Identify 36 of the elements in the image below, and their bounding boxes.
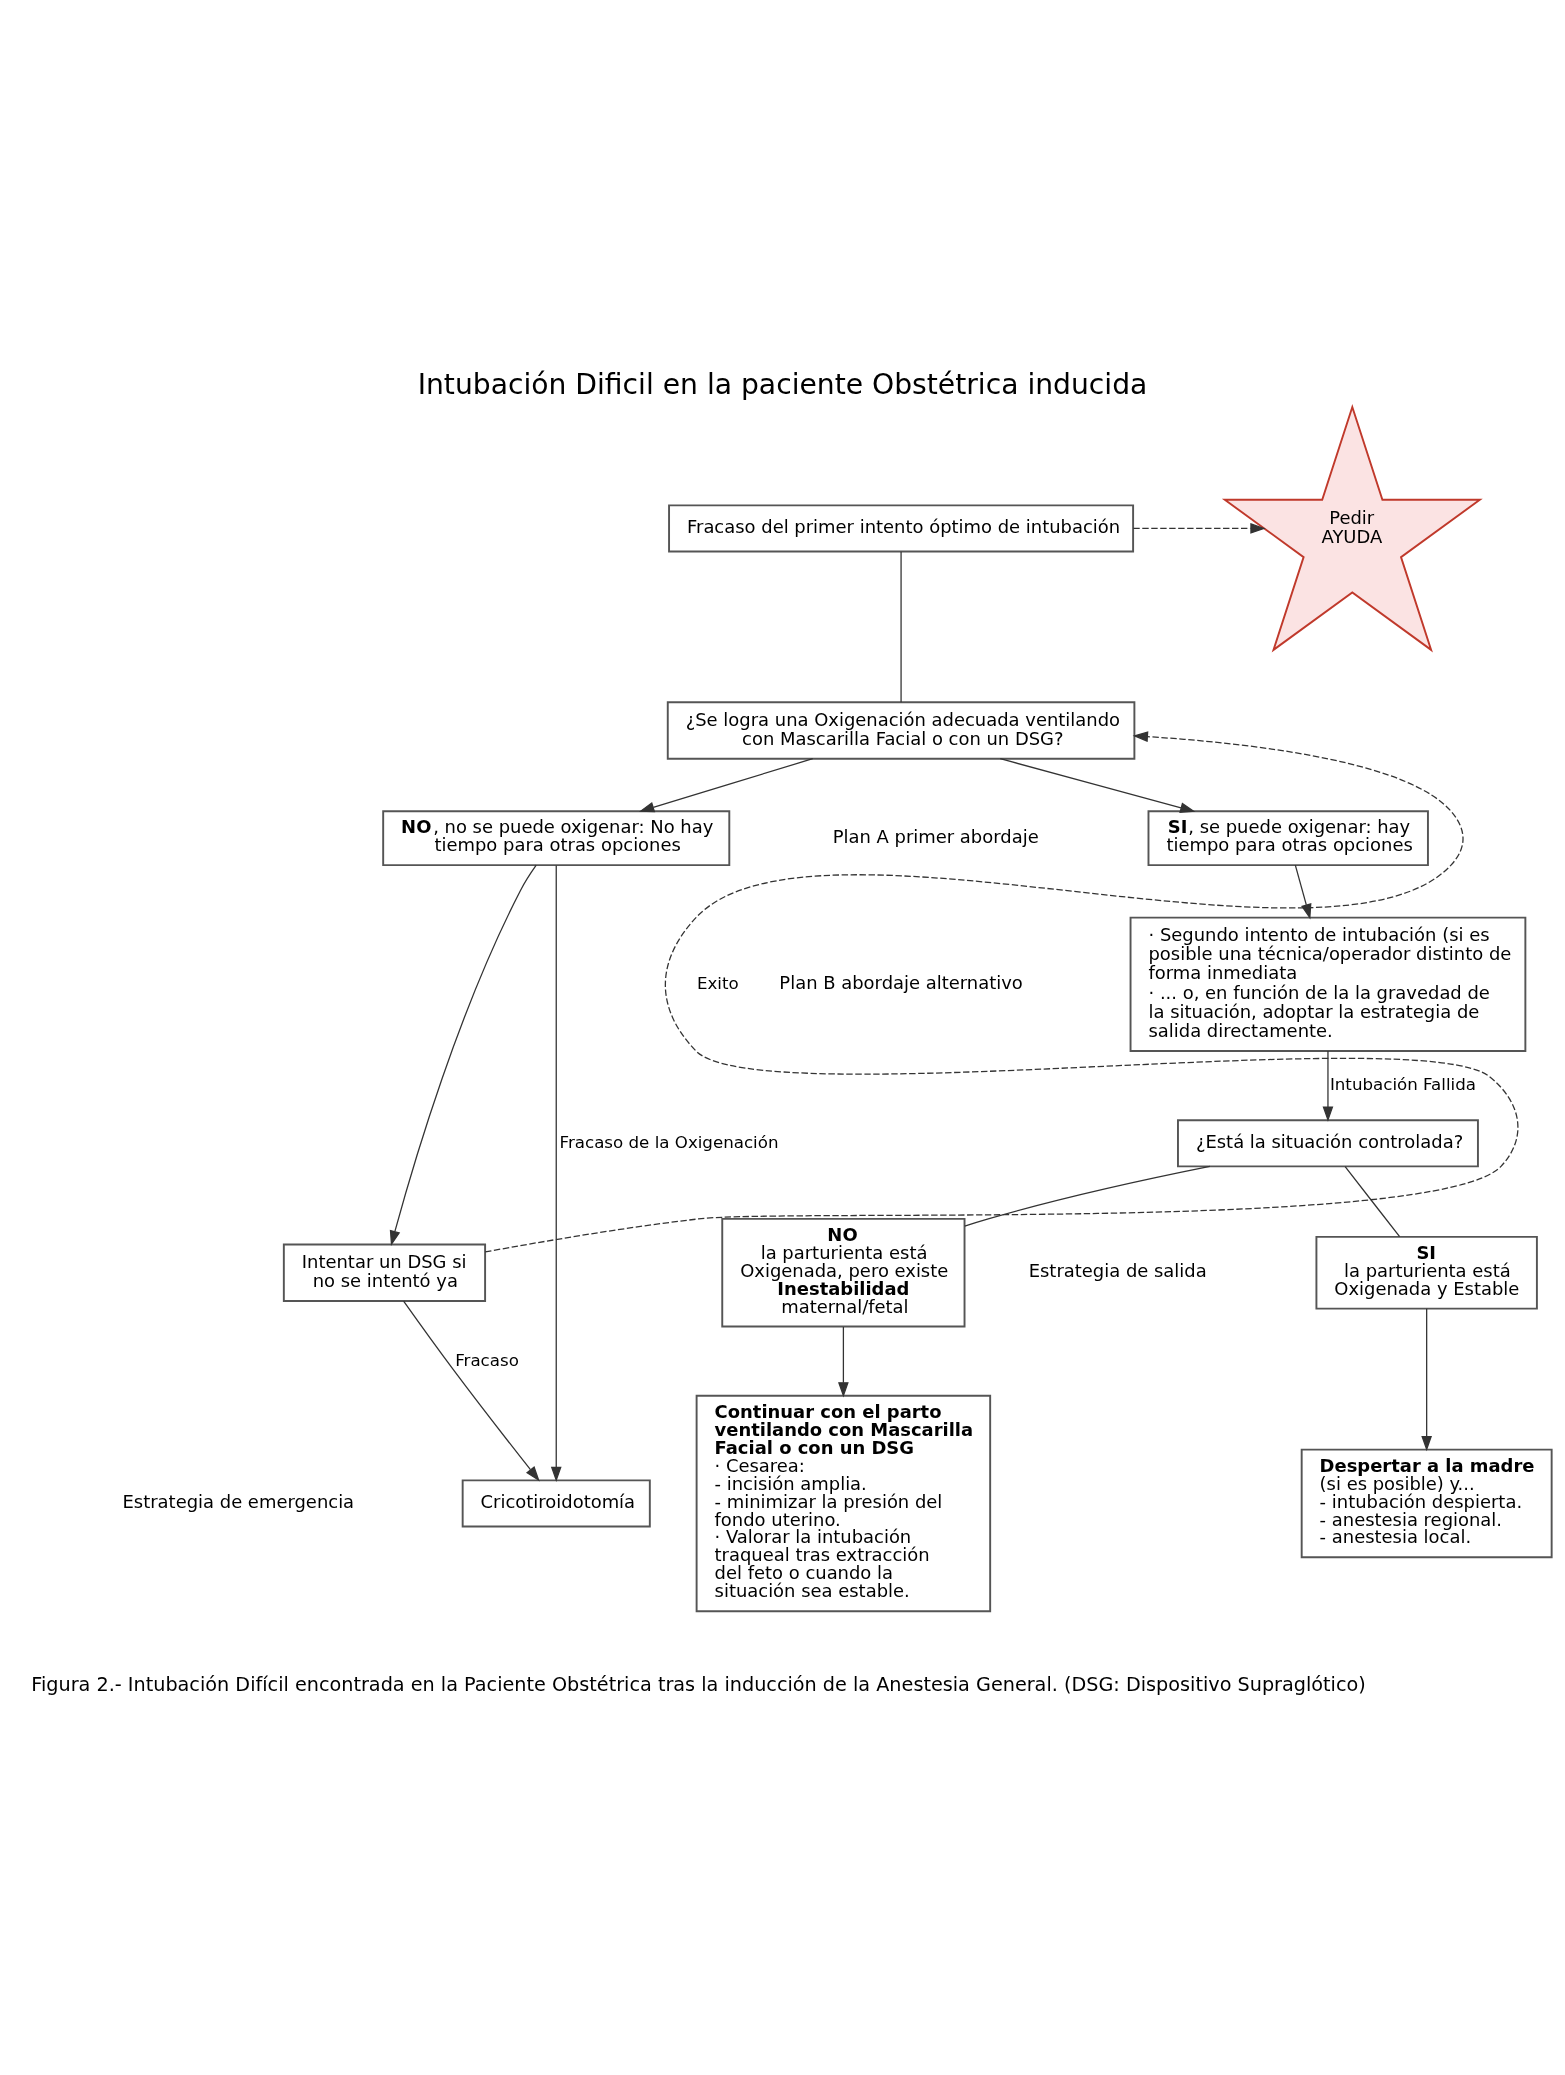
- node-box: Fracaso del primer intento óptimo de intubación: [668, 503, 1135, 552]
- arrow: [638, 757, 814, 812]
- node-box: NO la parturienta está Oxigenada, pero existe Inestabilidad maternal/fetal: [721, 1217, 966, 1328]
- caption: Figura 2.- Intubación Difícil encontrada en la Paciente Obstétrica tras la inducción de la Anestesia General. (DSG: Dispositivo Supraglótico): [31, 1672, 1366, 1696]
- node-box: Cricotiroidotomía: [461, 1478, 651, 1527]
- node-box: · Segundo intento de intubación (si es posible una técnica/operador distinto de forma inmediata · ... o, en función de la la gravedad de la situación, adoptar la estrategia de salida directamente.: [1129, 916, 1527, 1052]
- label: Estrategia de emergencia: [122, 1490, 355, 1512]
- node-box: Despertar a la madre (si es posible) y... - intubación despierta. - anestesia regional. - anestesia local.: [1300, 1448, 1553, 1558]
- connector: [964, 1165, 1211, 1227]
- label: Plan A primer abordaje: [832, 825, 1039, 847]
- connector: [900, 550, 902, 703]
- node-box: Intentar un DSG si no se intentó ya: [282, 1243, 487, 1302]
- arrow: [484, 730, 1519, 1253]
- edge-label: Exito: [696, 973, 739, 993]
- arrow: [1322, 1049, 1334, 1122]
- node-box: ¿Se logra una Oxigenación adecuada ventilando con Mascarilla Facial o con un DSG?: [666, 700, 1136, 760]
- node-box: Continuar con el parto ventilando con Mascarilla Facial o con un DSG · Cesarea: - incisión amplia. - minimizar la presión del fondo uterino. · Valorar la intubación traqueal tras extracción del feto o cuando la situación sea estable.: [695, 1394, 992, 1612]
- arrow: [402, 1300, 540, 1481]
- connector: [1344, 1165, 1401, 1237]
- edge-label: Intubación Fallida: [1329, 1074, 1476, 1094]
- arrow: [1421, 1307, 1433, 1451]
- node-box: NO, no se puede oxigenar: No hay tiempo para otras opciones: [382, 809, 731, 866]
- node-box: SI, se puede oxigenar: hay tiempo para otras opciones: [1147, 809, 1429, 866]
- diagram-title: Intubación Dificil en la paciente Obstétrica inducida: [417, 367, 1148, 401]
- edge-label: Fracaso: [455, 1350, 519, 1370]
- node-box: SI la parturienta está Oxigenada y Estable: [1315, 1235, 1538, 1310]
- arrow: [1132, 522, 1266, 534]
- arrow: [389, 864, 537, 1246]
- label: Plan B abordaje alternativo: [779, 971, 1023, 993]
- edge-label: Fracaso de la Oxigenación: [559, 1132, 779, 1152]
- arrow: [838, 1325, 849, 1398]
- arrow: [1294, 863, 1312, 919]
- arrow: [550, 864, 562, 1482]
- node-box: ¿Está la situación controlada?: [1177, 1118, 1479, 1167]
- label: Estrategia de salida: [1028, 1259, 1207, 1281]
- arrow: [999, 757, 1196, 813]
